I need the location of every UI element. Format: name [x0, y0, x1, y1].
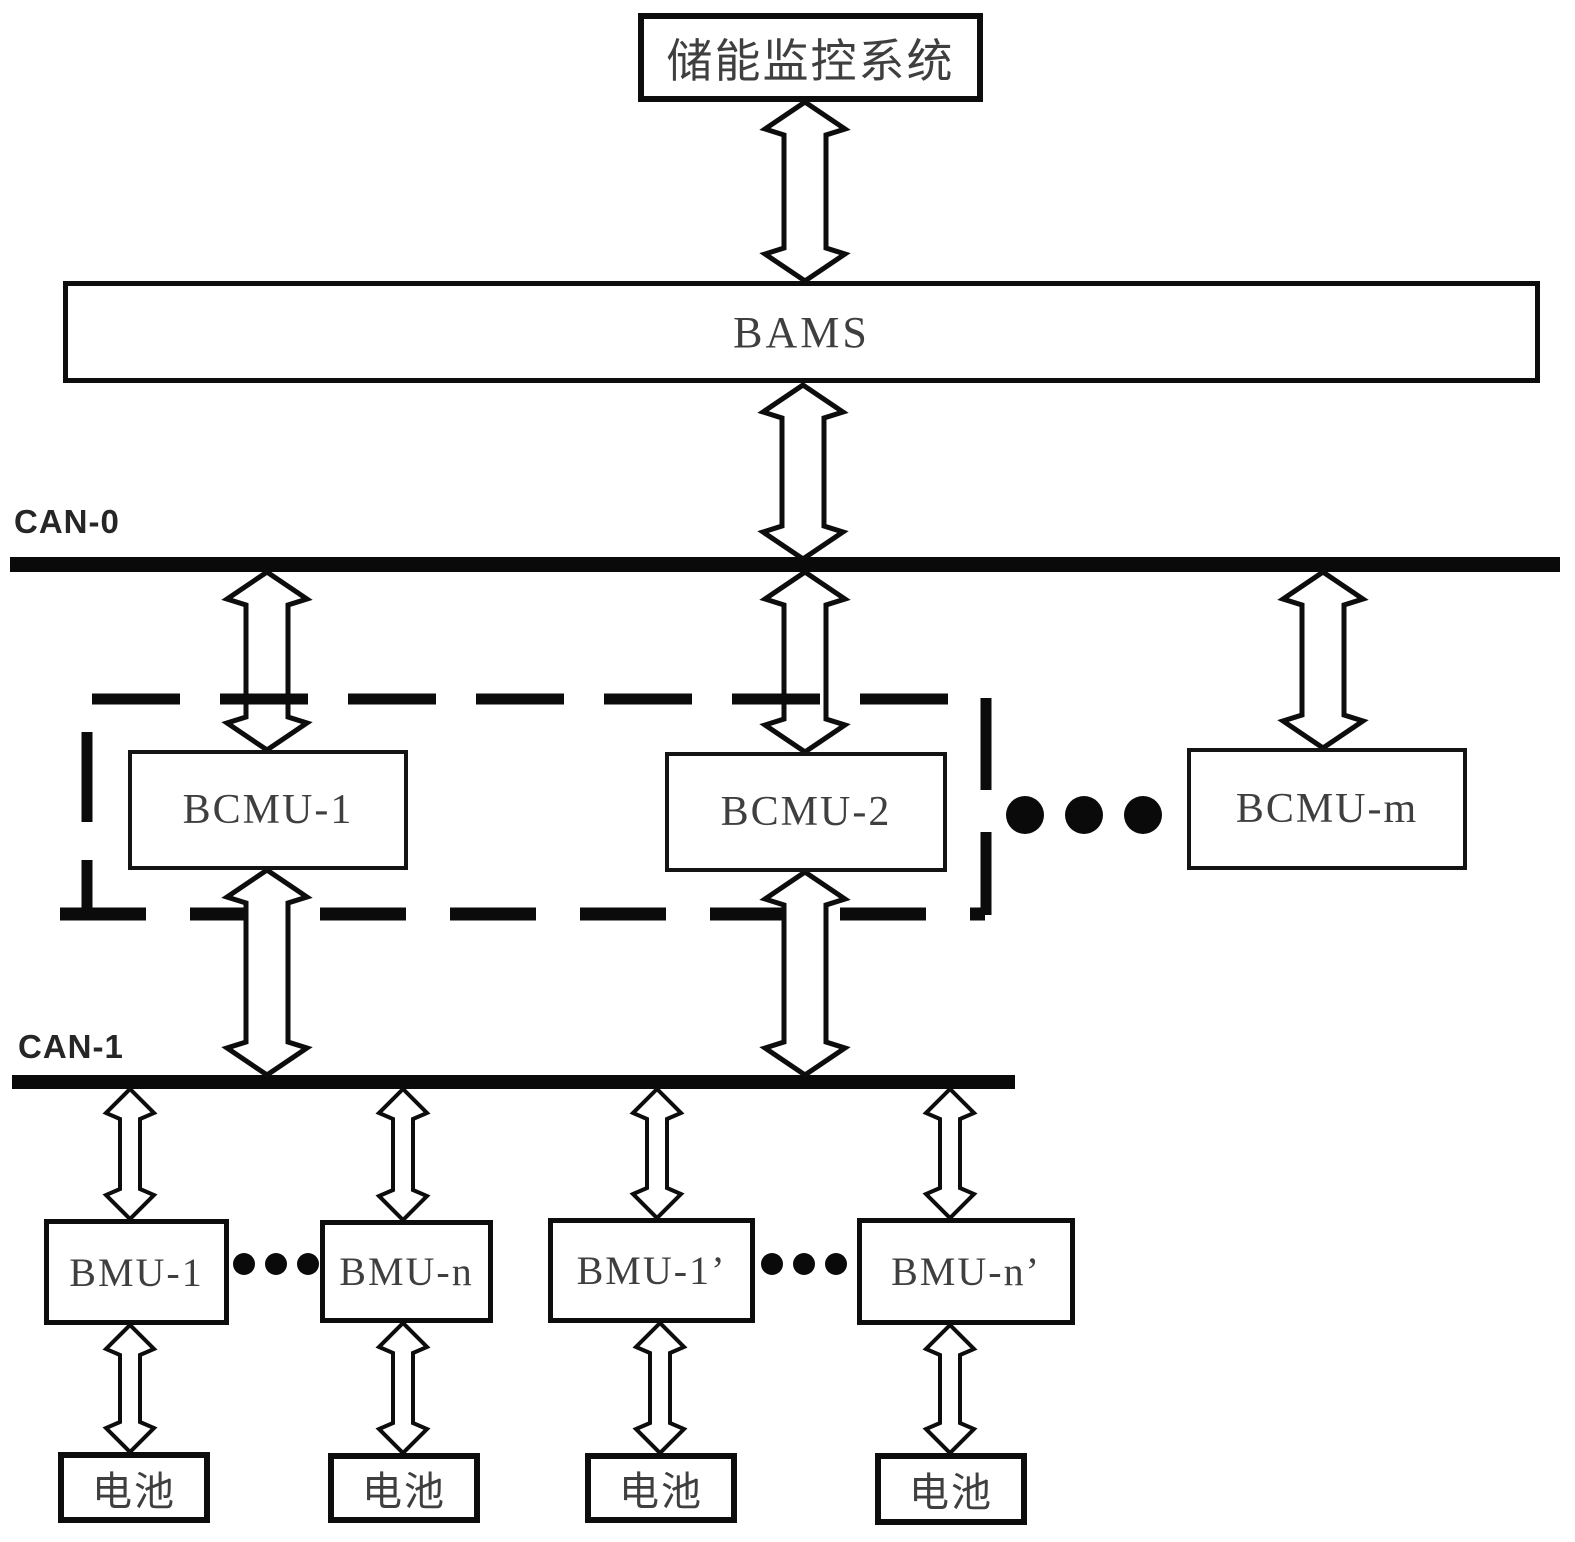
ellipsis-dot — [1124, 796, 1162, 834]
double-headed-arrow — [102, 1086, 158, 1222]
node-label: BMU-1 — [69, 1249, 204, 1295]
node-label: BMU-1’ — [576, 1248, 727, 1293]
node-bmu-1: BMU-1 — [44, 1219, 229, 1325]
double-headed-arrow — [221, 866, 313, 1079]
node-bmu-n-prime: BMU-n’ — [857, 1218, 1075, 1325]
double-headed-arrow — [922, 1322, 978, 1456]
ellipsis-dots-bcmu — [1006, 796, 1162, 834]
node-energy-storage-monitoring-system: 储能监控系统 — [638, 13, 983, 102]
node-label: BAMS — [733, 307, 870, 357]
ellipsis-dot — [825, 1253, 847, 1275]
double-headed-arrow — [375, 1320, 431, 1456]
node-battery-3: 电池 — [585, 1453, 737, 1523]
double-headed-arrow — [759, 868, 851, 1079]
node-label: BMU-n’ — [891, 1249, 1041, 1294]
ellipsis-dot — [265, 1253, 287, 1275]
ellipsis-dot — [793, 1253, 815, 1275]
can1-bus-line — [12, 1075, 1015, 1089]
double-headed-arrow — [629, 1086, 685, 1221]
node-bams: BAMS — [63, 281, 1540, 383]
double-headed-arrow — [1277, 568, 1369, 752]
ellipsis-dot — [233, 1253, 255, 1275]
node-battery-4: 电池 — [875, 1453, 1027, 1525]
node-battery-2: 电池 — [328, 1453, 480, 1523]
ellipsis-dots-bmu-left — [233, 1253, 319, 1275]
node-bmu-1-prime: BMU-1’ — [548, 1218, 755, 1323]
ellipsis-dot — [1006, 796, 1044, 834]
node-label: 电池 — [362, 1469, 446, 1514]
double-headed-arrow — [632, 1320, 688, 1456]
ellipsis-dot — [761, 1253, 783, 1275]
can0-bus-label: CAN-0 — [14, 503, 120, 540]
double-headed-arrow — [102, 1322, 158, 1455]
arrow-layer — [102, 98, 1369, 1456]
can0-bus-line — [10, 557, 1560, 572]
double-headed-arrow — [922, 1086, 978, 1221]
node-bcmu-1: BCMU-1 — [128, 750, 408, 870]
ellipsis-dot — [1065, 796, 1103, 834]
node-bcmu-2: BCMU-2 — [665, 752, 947, 872]
node-label: 电池 — [619, 1469, 703, 1514]
double-headed-arrow — [759, 568, 851, 756]
node-bmu-n: BMU-n — [320, 1220, 493, 1323]
node-bcmu-m: BCMU-m — [1187, 748, 1467, 870]
can1-bus-label: CAN-1 — [18, 1028, 124, 1065]
node-label: BCMU-m — [1235, 786, 1419, 832]
node-label: 电池 — [909, 1470, 993, 1515]
double-headed-arrow — [375, 1086, 431, 1223]
ellipsis-dots-bmu-right — [761, 1253, 847, 1275]
double-headed-arrow — [757, 381, 849, 563]
node-label: 电池 — [92, 1468, 176, 1514]
ellipsis-dot — [297, 1253, 319, 1275]
node-label: BCMU-2 — [720, 789, 892, 835]
double-headed-arrow — [759, 98, 851, 285]
node-label: BMU-n — [339, 1249, 474, 1294]
dashed-group-border — [60, 698, 992, 921]
node-label: BCMU-1 — [182, 787, 354, 833]
node-battery-1: 电池 — [58, 1452, 210, 1523]
double-headed-arrow — [221, 568, 313, 754]
node-label: 储能监控系统 — [666, 35, 955, 87]
